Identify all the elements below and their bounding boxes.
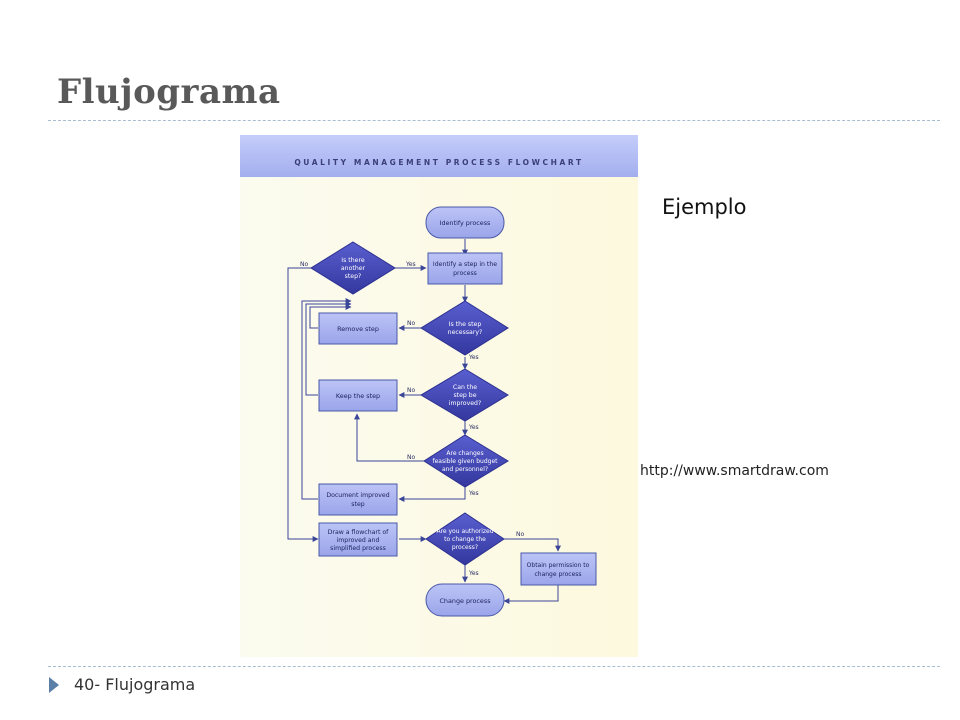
label-yes: Yes xyxy=(468,490,479,497)
node-identify-step: Identify a step in the process xyxy=(427,252,503,285)
example-label: Ejemplo xyxy=(662,195,747,219)
node-label: step? xyxy=(345,273,362,280)
node-draw-flowchart: Draw a flowchart of improved and simplif… xyxy=(318,522,398,557)
node-obtain-permission: Obtain permission to change process xyxy=(520,552,597,586)
node-label: process xyxy=(453,270,477,277)
edge-remove-loop xyxy=(309,304,352,329)
node-label: process? xyxy=(452,544,478,551)
edge-another-no xyxy=(287,267,319,542)
node-label: to change the xyxy=(444,536,486,543)
node-label: improved and xyxy=(337,537,380,544)
edge-feasible-no xyxy=(354,413,425,462)
node-label: Draw a flowchart of xyxy=(328,529,389,536)
node-label: necessary? xyxy=(448,329,483,336)
label-yes: Yes xyxy=(468,570,479,577)
footer-divider xyxy=(48,666,940,667)
edge-document-loop xyxy=(301,298,352,500)
node-label: Change process xyxy=(439,597,491,605)
node-label: Identify a step in the xyxy=(433,261,497,268)
node-identify-process: Identify process xyxy=(425,206,505,239)
node-label: Keep the step xyxy=(336,392,380,400)
footer-bullet-icon xyxy=(49,677,59,693)
node-feasible: Are changes feasible given budget and pe… xyxy=(423,434,509,488)
source-url: http://www.smartdraw.com xyxy=(640,463,829,479)
edge-permission-to-change xyxy=(503,585,559,604)
node-label: Is there xyxy=(341,257,365,264)
label-yes: Yes xyxy=(405,261,416,268)
node-label: change process xyxy=(534,571,581,578)
label-yes: Yes xyxy=(468,424,479,431)
flowchart-header: QUALITY MANAGEMENT PROCESS FLOWCHART xyxy=(294,158,583,167)
node-label: another xyxy=(341,265,366,272)
node-label: Is the step xyxy=(449,321,482,328)
node-keep-step: Keep the step xyxy=(318,379,398,412)
node-label: Identify process xyxy=(440,219,491,227)
node-change-process: Change process xyxy=(425,583,505,617)
node-label: improved? xyxy=(449,400,482,407)
edge-keep-loop xyxy=(305,301,352,396)
edge-authorized-no xyxy=(504,538,561,552)
footer-text: 40- Flujograma xyxy=(74,675,196,694)
label-no: No xyxy=(407,320,415,327)
flowchart-image: QUALITY MANAGEMENT PROCESS FLOWCHART Yes… xyxy=(240,135,638,657)
node-authorized: Are you authorized to change the process… xyxy=(425,512,505,566)
node-remove-step: Remove step xyxy=(318,312,398,345)
node-label: and personnel? xyxy=(442,466,488,473)
node-label: Are changes xyxy=(446,450,483,457)
node-label: Remove step xyxy=(337,325,379,333)
label-no: No xyxy=(516,531,524,538)
node-document-improved: Document improved step xyxy=(318,483,398,516)
node-label: Are you authorized xyxy=(436,528,493,535)
flowchart-header-bar xyxy=(240,135,638,177)
node-label: simplified process xyxy=(330,545,386,552)
node-label: Document improved xyxy=(326,492,389,499)
node-step-necessary: Is the step necessary? xyxy=(420,300,509,356)
label-no: No xyxy=(300,261,308,268)
node-can-improve: Can the step be improved? xyxy=(420,368,509,422)
node-label: Can the xyxy=(453,384,477,391)
label-no: No xyxy=(407,454,415,461)
title-divider xyxy=(48,120,940,121)
node-another-step: Is there another step? xyxy=(310,241,396,295)
node-label: feasible given budget xyxy=(432,458,498,465)
node-label: step xyxy=(351,501,364,508)
edge-feasible-yes xyxy=(398,487,466,502)
node-label: Obtain permission to xyxy=(527,562,590,569)
slide-title: Flujograma xyxy=(57,72,281,112)
label-yes: Yes xyxy=(468,354,479,361)
label-no: No xyxy=(407,387,415,394)
node-label: step be xyxy=(453,392,476,399)
